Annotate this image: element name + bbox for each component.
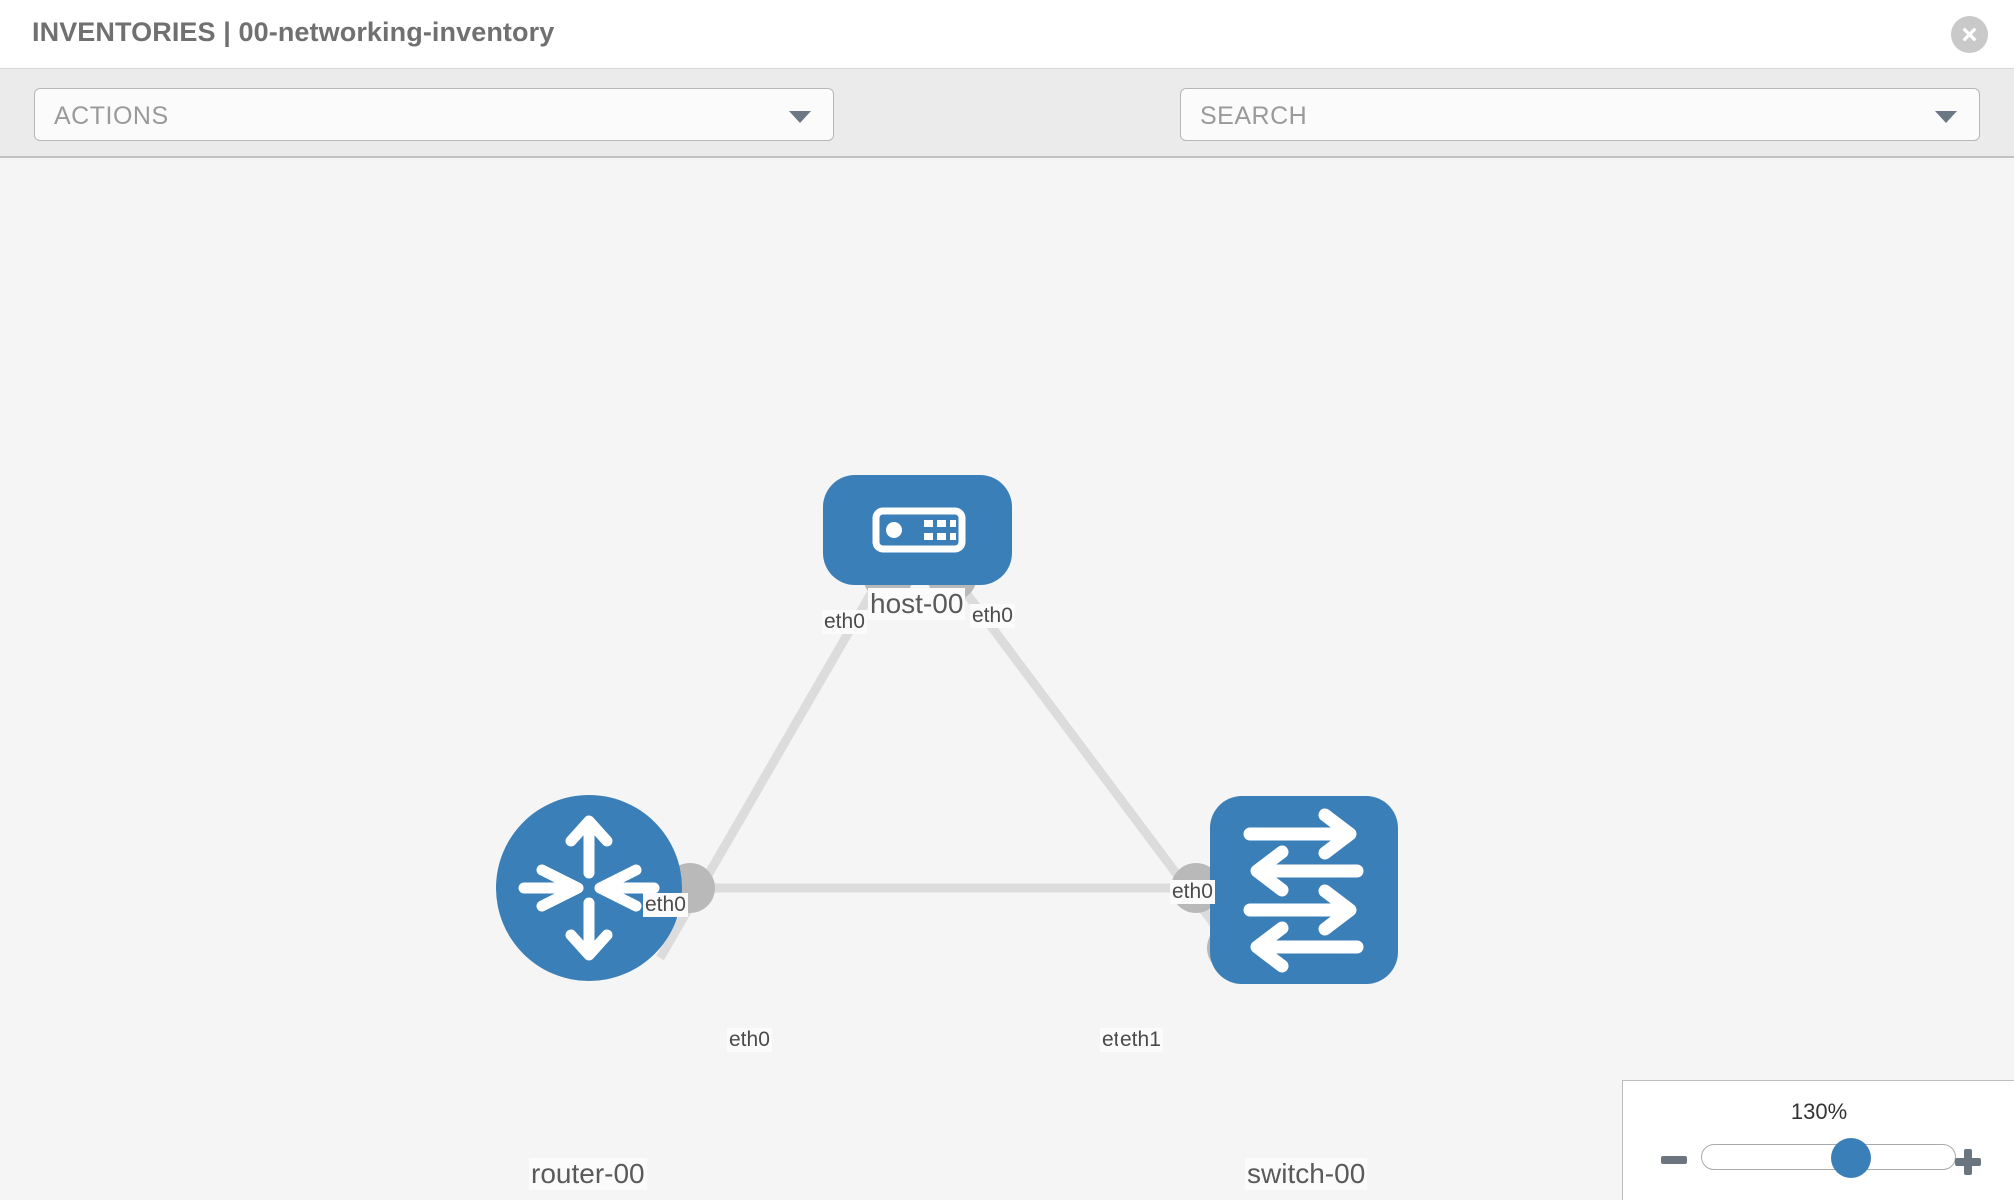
minus-icon[interactable]: [1659, 1147, 1689, 1178]
window-header: INVENTORIES | 00-networking-inventory: [0, 0, 2014, 69]
node-label-host-00: host-00: [868, 588, 966, 620]
iface-label-router-eth0-up: eth0: [643, 893, 688, 917]
page-title: INVENTORIES | 00-networking-inventory: [32, 17, 555, 47]
iface-label-switch-eth1: eth1: [1118, 1028, 1163, 1052]
node-host-00: [823, 475, 1012, 585]
zoom-level-value: 130%: [1790, 1099, 1848, 1124]
server-icon: [872, 507, 966, 553]
plus-icon[interactable]: [1953, 1147, 1983, 1182]
iface-label-host-eth0-right: eth0: [970, 604, 1015, 628]
toolbar: ACTIONS SEARCH: [0, 69, 2014, 198]
topology-canvas[interactable]: host-00 router-00 switch-00 eth0 eth0 et…: [0, 158, 2014, 1200]
switch-arrows-icon: [1243, 808, 1364, 973]
search-placeholder: SEARCH: [1200, 102, 1308, 130]
actions-dropdown-label: ACTIONS: [54, 102, 169, 130]
topology-graph: [496, 475, 1398, 984]
iface-label-router-eth0-right: eth0: [727, 1028, 772, 1052]
node-label-switch-00: switch-00: [1245, 1158, 1368, 1190]
zoom-control-panel: 130%: [1622, 1080, 2014, 1200]
zoom-slider[interactable]: [1701, 1138, 1956, 1178]
search-input[interactable]: SEARCH: [1180, 88, 1980, 141]
chevron-down-icon[interactable]: [1935, 111, 1957, 123]
iface-label-switch-eth0-up: eth0: [1170, 880, 1215, 904]
chevron-down-icon: [789, 111, 811, 123]
topology-edges: [656, 575, 1236, 961]
zoom-slider-handle[interactable]: [1831, 1138, 1871, 1178]
node-switch-00: [1210, 796, 1398, 984]
node-router-00: [496, 795, 682, 981]
actions-dropdown[interactable]: ACTIONS: [34, 88, 834, 141]
node-label-router-00: router-00: [529, 1158, 647, 1190]
iface-label-host-eth0-left: eth0: [822, 610, 867, 634]
close-icon[interactable]: [1951, 16, 1988, 53]
router-arrows-icon: [518, 815, 660, 961]
